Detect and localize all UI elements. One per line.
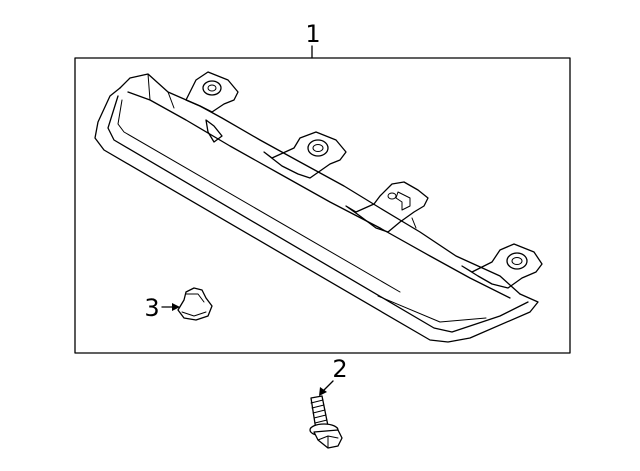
stop-lamp-housing xyxy=(94,71,543,343)
clip-nut xyxy=(177,287,213,321)
flange-bolt xyxy=(309,395,343,449)
callout-1: 1 xyxy=(305,20,320,48)
callout-2: 2 xyxy=(332,355,347,383)
callout-2-arrow xyxy=(319,380,334,396)
callout-3: 3 xyxy=(144,294,159,322)
assembly-frame xyxy=(74,57,571,354)
callout-3-arrow xyxy=(161,303,180,311)
